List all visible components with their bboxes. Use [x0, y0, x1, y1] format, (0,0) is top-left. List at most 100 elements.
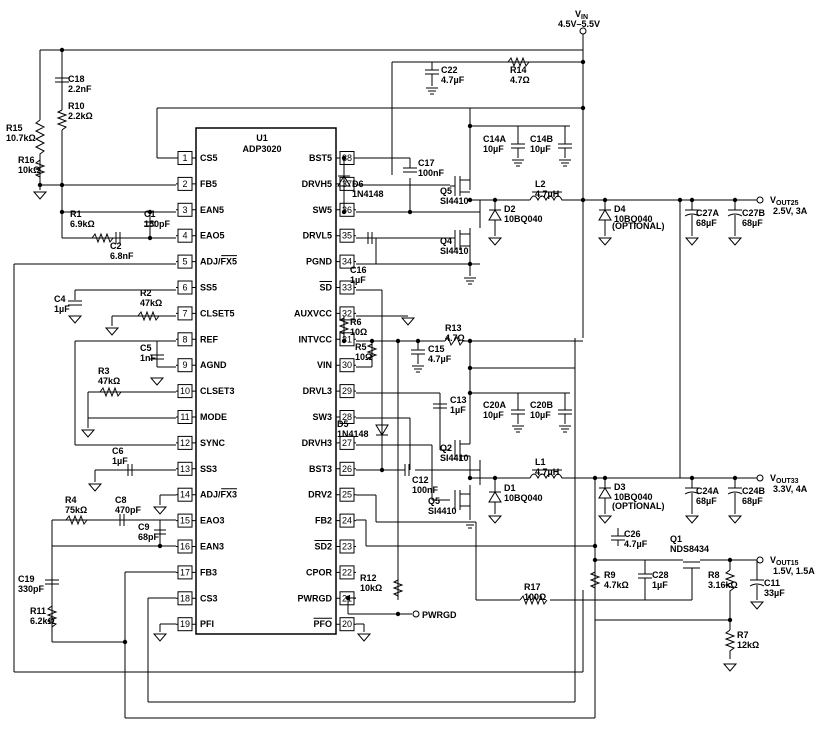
pin-name: DRVH5 — [302, 179, 332, 189]
pin-number: 16 — [180, 542, 190, 552]
component-ref: C19 — [18, 574, 35, 584]
vout25-label: VOUT25 — [770, 195, 799, 207]
pin-number: 29 — [342, 386, 352, 396]
component-r9: R94.7kΩ — [604, 570, 629, 590]
pin-box-24 — [339, 513, 355, 528]
component-ref: Q1 — [670, 534, 682, 544]
pin-number: 18 — [180, 593, 190, 603]
vout25-spec: 2.5V, 3A — [773, 206, 808, 216]
pin-name: EAN3 — [200, 542, 224, 552]
component-value: 150pF — [144, 219, 171, 229]
component-value: 10BQ040 — [614, 214, 653, 224]
pin-box-34 — [339, 254, 355, 269]
component-value: 12kΩ — [737, 640, 759, 650]
component-ref: R14 — [510, 65, 527, 75]
pin-name: EAO5 — [200, 231, 225, 241]
pin-number: 35 — [342, 231, 352, 241]
component-value: 68µF — [742, 496, 763, 506]
pin-box-35 — [339, 228, 355, 243]
pin-name: CS3 — [200, 593, 218, 603]
component-ref: C27A — [696, 208, 720, 218]
component-value: 1µF — [54, 304, 70, 314]
component-value: 10Ω — [355, 352, 372, 362]
component-value: 68µF — [696, 496, 717, 506]
component-value: 10Ω — [350, 327, 367, 337]
pin-box-29 — [339, 384, 355, 399]
d3-optional: (OPTIONAL) — [612, 501, 665, 511]
pin-box-12 — [177, 435, 193, 450]
component-value: SI4410 — [428, 506, 457, 516]
component-value: 68µF — [742, 218, 763, 228]
r16-symbol — [34, 159, 46, 178]
component-value: 10kΩ — [18, 165, 40, 175]
pin-number: 2 — [182, 179, 187, 189]
pin-number: 25 — [342, 490, 352, 500]
r11-symbol — [46, 605, 58, 628]
component-l2: L24.7µH — [535, 179, 559, 199]
pin-box-6 — [177, 280, 193, 295]
r1-symbol — [91, 232, 114, 244]
component-value: 6.8nF — [110, 251, 134, 261]
pin-box-19 — [177, 617, 193, 632]
d6-symbol — [337, 175, 351, 187]
pin-box-1 — [177, 151, 193, 165]
component-value: 100nF — [418, 168, 445, 178]
component-ref: C1 — [144, 209, 156, 219]
component-r1: R16.9kΩ — [70, 209, 95, 229]
pin-name: AUXVCC — [294, 308, 333, 318]
component-value: SI4410 — [440, 196, 469, 206]
pin-box-11 — [177, 410, 193, 424]
component-value: 10µF — [530, 410, 551, 420]
pin-name: VIN — [317, 360, 332, 370]
component-l1: L14.7µH — [535, 457, 559, 477]
pin-name: DRVL3 — [303, 386, 332, 396]
component-value: 68µF — [696, 218, 717, 228]
terminals — [412, 27, 764, 618]
component-ref: R8 — [708, 570, 720, 580]
component-value: 68pF — [138, 532, 160, 542]
pin-box-20 — [339, 617, 355, 632]
pin-name: REF — [200, 334, 219, 344]
pin-number: 12 — [180, 438, 190, 448]
pin-number: 37 — [342, 179, 352, 189]
pin-number: 26 — [342, 464, 352, 474]
component-value: 1µF — [350, 275, 366, 285]
component-value: 4.7µH — [535, 189, 559, 199]
component-ref: R12 — [360, 573, 377, 583]
component-ref: C24B — [742, 486, 766, 496]
component-ref: D6 — [352, 179, 364, 189]
component-ref: C24A — [696, 486, 720, 496]
component-value: 4.7µF — [624, 539, 648, 549]
component-ref: C4 — [54, 294, 66, 304]
pin-name: DRVL5 — [303, 231, 332, 241]
pin-name: INTVCC — [299, 334, 333, 344]
pin-box-17 — [177, 565, 193, 580]
d4-optional: (OPTIONAL) — [612, 221, 665, 231]
component-ref: D3 — [614, 482, 626, 492]
component-value: 4.7kΩ — [604, 580, 629, 590]
component-value: 1µF — [112, 456, 128, 466]
pin-box-23 — [339, 539, 355, 554]
r2-symbol — [137, 310, 160, 322]
component-ref: R2 — [140, 288, 152, 298]
component-value: 33µF — [764, 588, 785, 598]
pin-box-9 — [177, 358, 193, 373]
component-value: 1µF — [652, 580, 668, 590]
pin-number: 9 — [182, 360, 187, 370]
